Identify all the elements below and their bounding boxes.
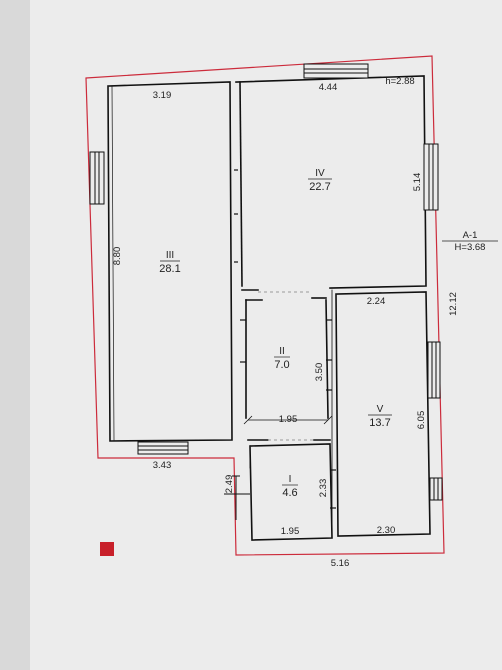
room-label-iii: III 28.1 [159, 250, 180, 275]
dim-overall-length: 12.12 [448, 292, 459, 316]
room-number-v: V [377, 404, 384, 415]
dim-room3-width: 3.19 [153, 90, 172, 101]
door-openings [258, 291, 314, 441]
room-area-iii: 28.1 [159, 263, 180, 275]
entry-marks [224, 475, 250, 520]
room-label-iv: IV 22.7 [308, 168, 332, 193]
building-height: H=3.68 [455, 242, 486, 253]
dim-room1-length: 2.33 [318, 479, 329, 498]
window-room-iii-bottom [137, 441, 189, 455]
dim-room4-ceiling-height: h=2.88 [385, 76, 414, 87]
building-outline [85, 55, 445, 556]
room-number-iii: III [166, 250, 174, 261]
wall-room-iv-left [239, 81, 243, 287]
window-room-iii-left [89, 151, 105, 205]
paper-shadow [0, 0, 30, 670]
room-area-iv: 22.7 [309, 181, 330, 193]
room-number-i: I [289, 474, 292, 485]
room-label-v: V 13.7 [368, 404, 392, 429]
dim-room5-length: 6.05 [416, 411, 427, 430]
dim-room2-length: 3.50 [314, 363, 325, 382]
red-marker-square [100, 542, 114, 556]
dim-room3-length: 8.80 [112, 247, 123, 266]
dim-room5-bottom: 2.30 [377, 525, 396, 536]
building-code: A-1 [463, 230, 478, 241]
room-number-iv: IV [315, 168, 325, 179]
room-area-ii: 7.0 [274, 359, 289, 371]
window-room-v-lower [429, 477, 443, 501]
dim-room1-bottom: 1.95 [281, 526, 300, 537]
windows [89, 63, 443, 501]
room-area-i: 4.6 [282, 487, 297, 499]
dim-room4-width: 4.44 [319, 82, 338, 93]
dim-room4-length: 5.14 [412, 173, 423, 192]
wall-ticks [234, 169, 336, 509]
wall-room-iii-inner [111, 85, 115, 441]
wall-room-v [335, 291, 431, 537]
room-number-ii: II [279, 346, 285, 357]
dim-room2-width: 1.95 [279, 414, 298, 425]
room-area-v: 13.7 [369, 417, 390, 429]
dimension-line-room-ii [243, 415, 333, 425]
dim-overall-width: 5.16 [331, 558, 350, 569]
window-room-iv-top [303, 63, 369, 79]
building-code-callout: A-1 H=3.68 [442, 230, 498, 253]
room-label-ii: II 7.0 [274, 346, 290, 371]
wall-room-iii [107, 81, 233, 442]
room-label-i: I 4.6 [282, 474, 298, 499]
window-room-iv-right [423, 143, 439, 211]
room-labels: III 28.1 IV 22.7 II 7.0 V 13.7 I 4.6 [159, 168, 392, 499]
dim-room3-bottom: 3.43 [153, 460, 172, 471]
window-room-v-upper [427, 341, 441, 399]
dimension-labels: 3.19 8.80 3.43 4.44 h=2.88 5.14 3.50 1.9… [112, 76, 459, 569]
dim-entry-length: 2.49 [224, 475, 235, 494]
dim-room5-width: 2.24 [367, 296, 386, 307]
wall-room-i [249, 443, 333, 541]
